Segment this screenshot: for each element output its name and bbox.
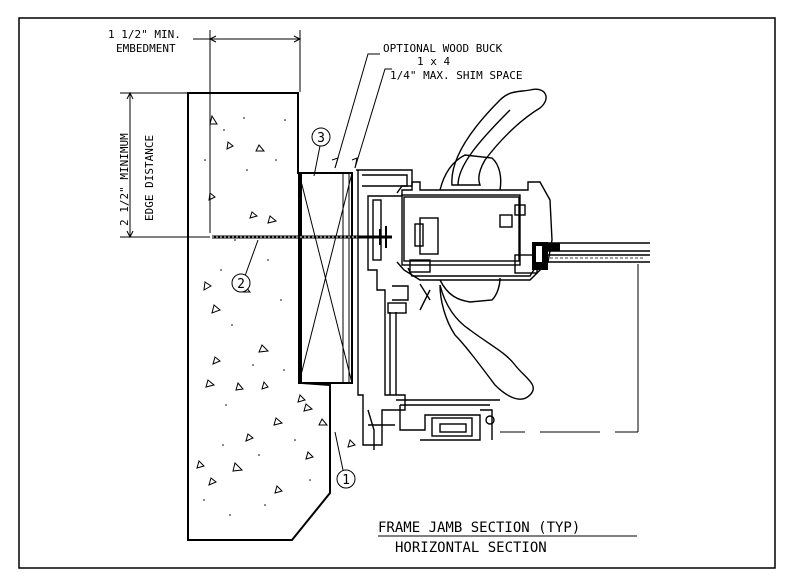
sheet-border <box>18 17 776 569</box>
callout-2-text: 2 <box>237 277 245 292</box>
callout-3: 3 <box>311 127 331 147</box>
section-subtitle: HORIZONTAL SECTION <box>395 540 547 556</box>
wood-buck <box>298 172 353 384</box>
embedment-label-line1: 1 1/2" MIN. <box>108 28 181 41</box>
edge-distance-label-line1: 2 1/2" MINIMUM <box>118 133 131 226</box>
section-title: FRAME JAMB SECTION (TYP) <box>378 520 580 536</box>
embedment-label-line2: EMBEDMENT <box>116 42 176 55</box>
concrete-aggregate-marks <box>196 114 356 494</box>
callout-1-text: 1 <box>342 473 350 488</box>
wood-buck-label-line1: OPTIONAL WOOD BUCK <box>383 42 503 55</box>
anchor-screw <box>212 226 392 248</box>
embedment-dimension <box>193 30 302 233</box>
jamb-reveal-lines <box>500 264 639 433</box>
concrete-stipple <box>203 117 311 516</box>
callout-3-text: 3 <box>317 131 325 146</box>
callout-1: 1 <box>336 469 356 489</box>
wood-buck-label-line2: 1 x 4 <box>417 55 450 68</box>
callout-2: 2 <box>231 273 251 293</box>
edge-distance-label-line2: EDGE DISTANCE <box>143 135 156 221</box>
crank-handle <box>439 88 547 400</box>
shim-space-label: 1/4" MAX. SHIM SPACE <box>390 69 522 82</box>
concrete-wall <box>187 92 356 541</box>
glazing-unit <box>532 242 650 270</box>
window-sash <box>396 181 553 311</box>
edge-distance-dimension <box>120 91 210 239</box>
leader-lines <box>244 53 392 471</box>
window-frame-extrusion <box>356 169 500 450</box>
